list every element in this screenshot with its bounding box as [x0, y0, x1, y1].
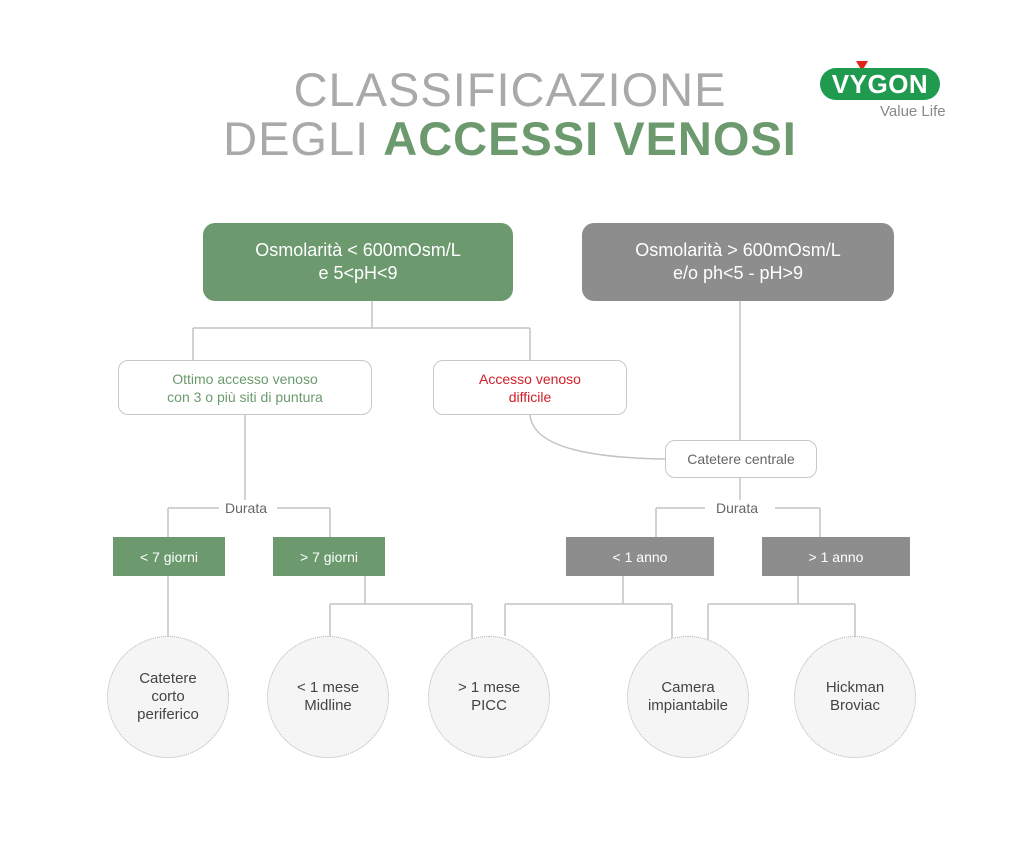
condition-high-line-1: Osmolarità > 600mOsm/L — [635, 240, 841, 260]
vygon-logo: VYGON — [820, 68, 940, 100]
device-hickman-broviac: Hickman Broviac — [794, 636, 916, 758]
duration-lt-1-year-label: < 1 anno — [612, 548, 668, 565]
device-midline: < 1 mese Midline — [267, 636, 389, 758]
connector-difficult-to-central — [529, 413, 666, 460]
device-short-line-3: periferico — [137, 706, 199, 723]
connector-gt7-to-devices — [329, 576, 473, 640]
access-optimal-line-2: con 3 o più siti di puntura — [167, 388, 323, 405]
connector-duration-left — [167, 507, 331, 537]
title-line-2: DEGLI ACCESSI VENOSI — [180, 113, 840, 165]
device-port-line-1: Camera — [661, 679, 715, 696]
title-line-2-prefix: DEGLI — [223, 112, 384, 165]
access-optimal-line-1: Ottimo accesso venoso — [172, 370, 318, 387]
duration-gt-1-year: > 1 anno — [762, 537, 910, 576]
device-picc-line-2: PICC — [471, 697, 507, 714]
device-hickman-line-1: Hickman — [825, 679, 885, 696]
device-midline-line-2: Midline — [304, 697, 352, 714]
device-midline-line-1: < 1 mese — [296, 679, 360, 696]
access-optimal: Ottimo accesso venoso con 3 o più siti d… — [118, 360, 372, 415]
device-short-peripheral-catheter: Catetere corto periferico — [107, 636, 229, 758]
device-picc: > 1 mese PICC — [428, 636, 550, 758]
device-short-line-1: Catetere — [139, 670, 197, 687]
duration-label-left: Durata — [219, 500, 274, 516]
title-line-1: CLASSIFICAZIONE — [293, 63, 727, 116]
duration-lt-7-days-label: < 7 giorni — [140, 548, 198, 565]
central-catheter-label: Catetere centrale — [687, 451, 795, 467]
duration-gt-1-year-label: > 1 anno — [808, 548, 864, 565]
device-port-line-2: impiantabile — [647, 697, 729, 714]
connector-low-to-access — [192, 300, 531, 360]
central-catheter: Catetere centrale — [665, 440, 817, 478]
access-difficult-line-1: Accesso venoso — [479, 370, 581, 387]
access-difficult: Accesso venoso difficile — [433, 360, 627, 415]
title-line-2-accent: ACCESSI VENOSI — [383, 112, 797, 165]
condition-high-osmolarity: Osmolarità > 600mOsm/L e/o ph<5 - pH>9 — [582, 223, 894, 301]
condition-low-line-2: e 5<pH<9 — [318, 263, 398, 283]
logo-tagline: Value Life — [880, 103, 946, 120]
duration-label-right: Durata — [710, 500, 765, 516]
duration-lt-7-days: < 7 giorni — [113, 537, 225, 576]
connector-lt1y-to-devices — [504, 576, 673, 640]
duration-gt-7-days-label: > 7 giorni — [300, 548, 358, 565]
condition-high-line-2: e/o ph<5 - pH>9 — [672, 263, 804, 283]
device-short-line-2: corto — [151, 688, 185, 705]
condition-low-line-1: Osmolarità < 600mOsm/L — [255, 240, 461, 260]
connector-gt1y-to-devices — [707, 576, 856, 640]
device-hickman-line-2: Broviac — [829, 697, 880, 714]
access-difficult-line-2: difficile — [508, 388, 552, 405]
duration-gt-7-days: > 7 giorni — [273, 537, 385, 576]
logo-accent-mark — [856, 61, 868, 71]
device-implantable-port: Camera impiantabile — [627, 636, 749, 758]
condition-low-osmolarity: Osmolarità < 600mOsm/L e 5<pH<9 — [203, 223, 513, 301]
logo-brand: VYGON — [831, 68, 929, 99]
duration-lt-1-year: < 1 anno — [566, 537, 714, 576]
connector-duration-right — [655, 507, 821, 537]
device-picc-line-1: > 1 mese — [457, 679, 521, 696]
